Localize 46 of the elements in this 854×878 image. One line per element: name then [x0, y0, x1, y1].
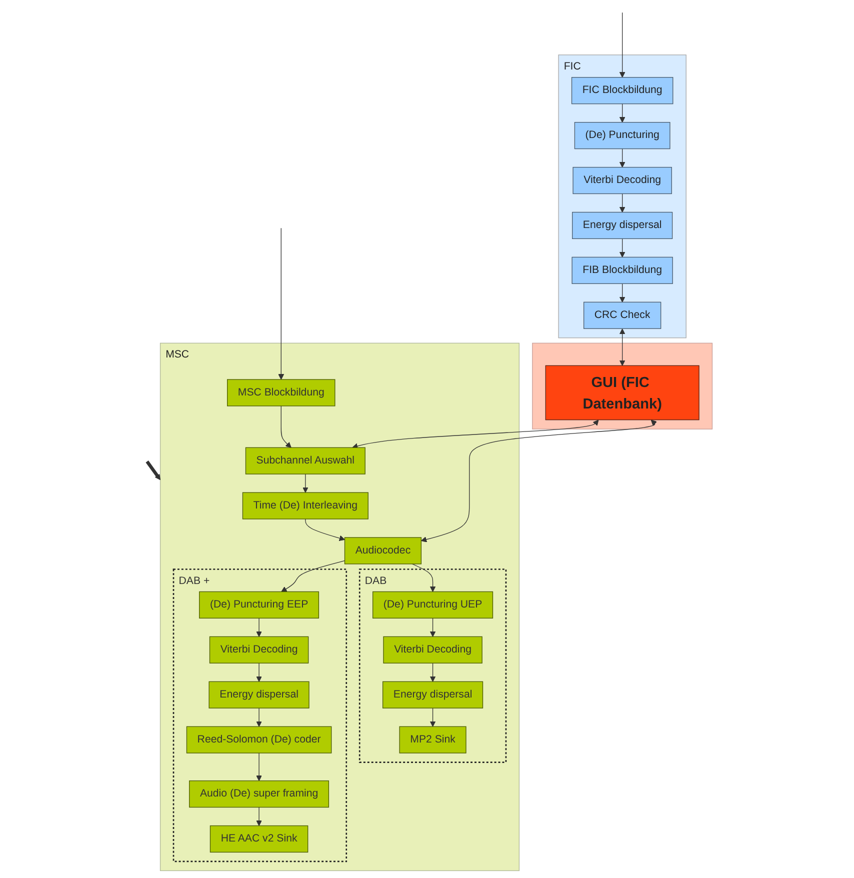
node-box: Viterbi Decoding [572, 166, 672, 194]
node-box: HE AAC v2 Sink [210, 825, 308, 853]
node-box: GUI (FIC Datenbank) [545, 365, 700, 420]
node-box: Viterbi Decoding [209, 636, 309, 664]
node-box: (De) Puncturing UEP [372, 591, 494, 618]
arrow [256, 752, 262, 782]
arrow [256, 806, 262, 826]
node-box: Subchannel Auswahl [245, 447, 366, 474]
node-box: (De) Puncturing EEP [199, 591, 320, 618]
arrow [146, 460, 161, 480]
node-box: CRC Check [584, 302, 662, 329]
arrow [352, 420, 599, 449]
arrow [256, 708, 262, 727]
node-box: Energy dispersal [208, 681, 310, 708]
arrow [619, 193, 626, 212]
arrow [430, 662, 436, 682]
node-box: MP2 Sink [399, 726, 466, 754]
cluster [532, 342, 713, 430]
arrow [281, 560, 346, 592]
node-box: FIB Blockbildung [572, 256, 673, 284]
node-box: Audiocodec [344, 537, 422, 564]
node-box: MSC Blockbildung [227, 379, 336, 406]
node-box: FIC Blockbildung [571, 77, 674, 104]
node-box: Energy dispersal [382, 681, 484, 708]
arrow [619, 148, 626, 168]
arrow [412, 564, 436, 592]
arrow [619, 238, 626, 258]
node-box: Time (De) Interleaving [242, 492, 368, 520]
arrow [430, 708, 436, 727]
node-box: Reed-Solomon (De) coder [186, 726, 332, 754]
arrow [302, 474, 308, 493]
node-box: Viterbi Decoding [383, 636, 482, 664]
arrow [619, 283, 626, 302]
arrow [280, 406, 292, 448]
arrow [430, 618, 436, 637]
arrow [305, 518, 345, 541]
arrow [420, 420, 658, 542]
arrow [256, 618, 262, 637]
node-box: (De) Puncturing [574, 122, 670, 150]
node-box: Energy dispersal [572, 212, 673, 240]
node-box: Audio (De) super framing [189, 780, 330, 808]
arrow [619, 12, 626, 78]
arrow [256, 662, 262, 682]
arrow [278, 228, 284, 380]
arrow [619, 328, 626, 366]
arrow [619, 103, 626, 123]
